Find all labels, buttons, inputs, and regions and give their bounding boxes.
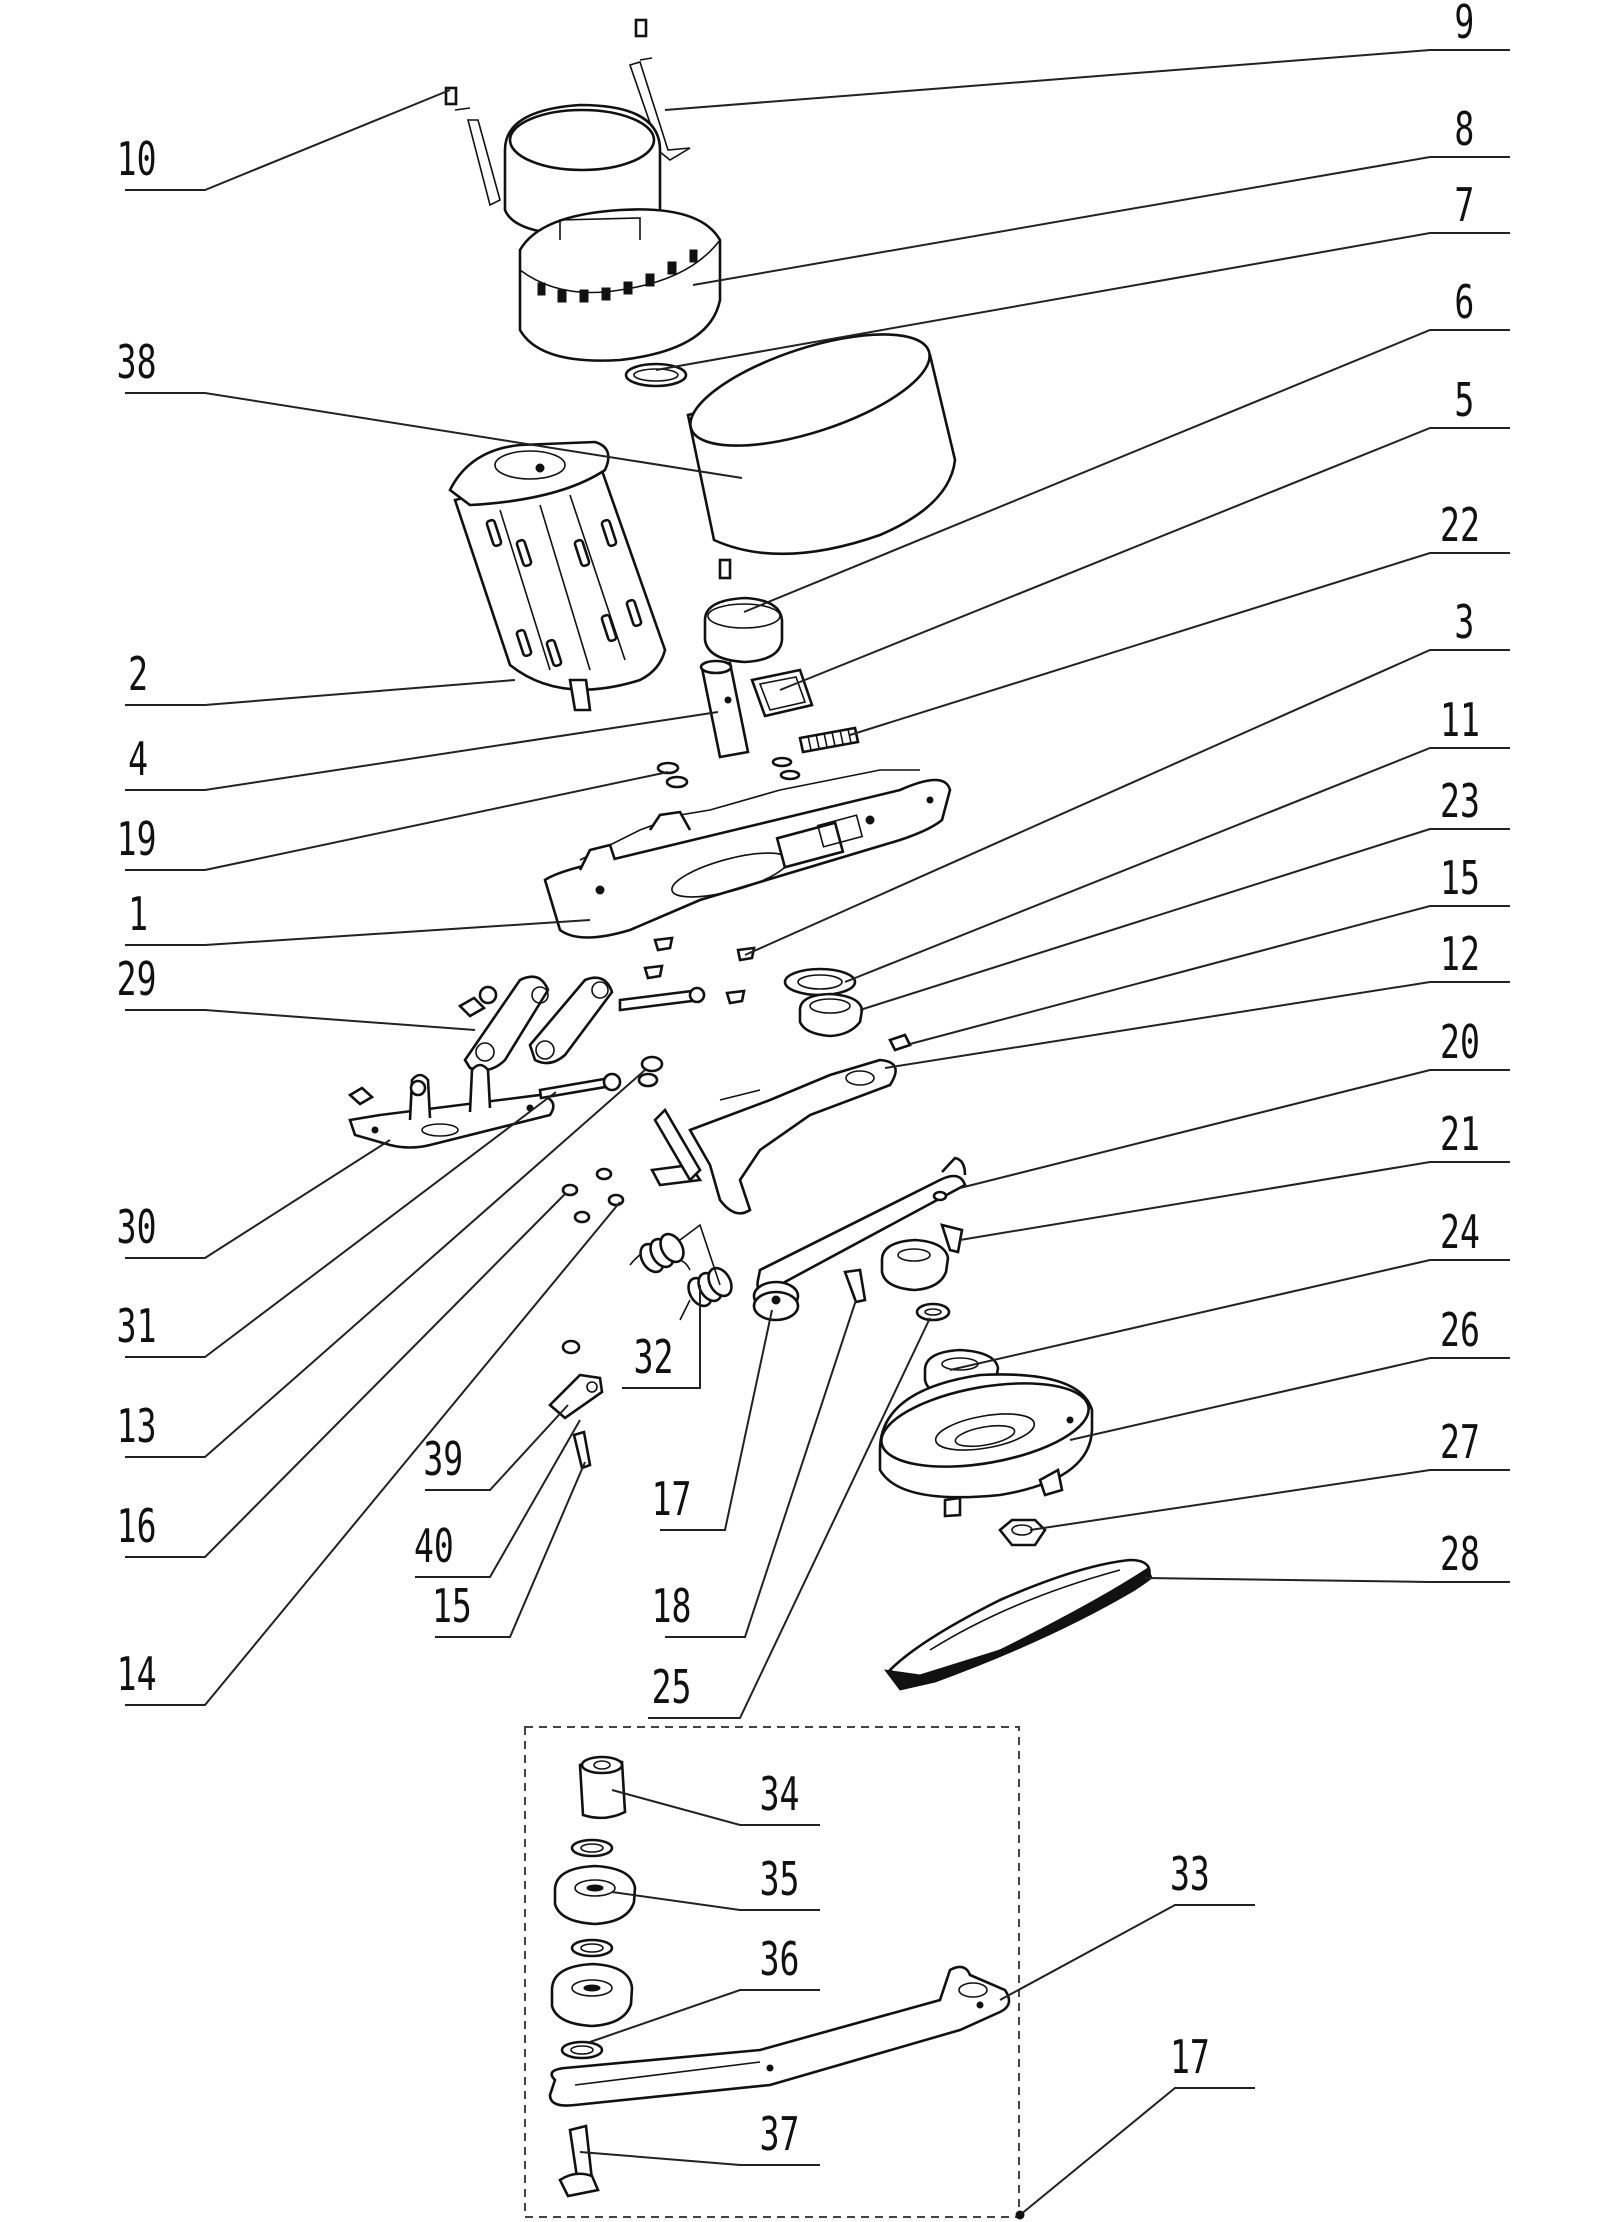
label-12: 12: [1440, 929, 1480, 982]
label-40: 40: [414, 1521, 454, 1574]
inset-washer-a: [570, 1838, 614, 1858]
label-14: 14: [117, 1649, 157, 1702]
label-31: 31: [117, 1301, 157, 1354]
label-39: 39: [423, 1434, 463, 1487]
part-40-pin: [572, 1430, 592, 1470]
inset-detail-box: [524, 1726, 1020, 2218]
part-13-nut: [637, 1055, 664, 1088]
part-22-spring: [798, 726, 860, 754]
part-12-lever-bracket: [649, 1033, 912, 1215]
part-3-screws: [643, 936, 756, 1005]
label-33: 33: [1170, 1849, 1210, 1902]
part-9-brackets: [444, 18, 691, 207]
label-22: 22: [1440, 500, 1480, 553]
label-17a: 17: [652, 1474, 692, 1527]
label-20: 20: [1440, 1017, 1480, 1070]
part-4-shaft: [699, 659, 750, 759]
label-35: 35: [760, 1854, 800, 1907]
label-9: 9: [1454, 0, 1474, 49]
part-8-motor-housing: [503, 103, 722, 362]
label-37: 37: [760, 2109, 800, 2162]
motor-vent-slots: [537, 249, 698, 303]
part-7-oring: [624, 362, 688, 388]
label-10: 10: [117, 134, 157, 187]
label-29: 29: [117, 954, 157, 1007]
part-6-coupling: [703, 558, 784, 664]
part-2-motor-stator: [448, 440, 667, 712]
part-35-bearing: [553, 1864, 637, 1926]
part-20-swing-arm: [752, 1156, 967, 1322]
label-18: 18: [652, 1581, 692, 1634]
part-37-pin: [558, 2124, 600, 2198]
part-labels: 9 10 8 7 6 38 5 22 3 2 11 4 23 19 15 1 1…: [117, 0, 1480, 2161]
label-1: 1: [128, 889, 148, 942]
part-16-nuts: [561, 1167, 613, 1197]
leader-lines: [125, 49, 1510, 2216]
label-21: 21: [1440, 1109, 1480, 1162]
label-8: 8: [1454, 104, 1474, 157]
part-11-washer: [783, 967, 857, 997]
part-19-nuts: [656, 756, 801, 789]
label-30: 30: [117, 1202, 157, 1255]
label-34: 34: [760, 1769, 800, 1822]
stator-slots: [485, 518, 643, 668]
part-18-screw: [843, 1268, 867, 1304]
label-17b: 17: [1170, 2032, 1210, 2085]
part-35b-bearing: [550, 1962, 634, 2028]
label-4: 4: [128, 734, 148, 787]
part-29-linkage: [457, 975, 706, 1072]
label-3: 3: [1454, 597, 1474, 650]
label-16: 16: [117, 1501, 157, 1554]
part-21-screw: [940, 1223, 964, 1254]
part-34-bushing: [578, 1755, 627, 1820]
inset-anchor-dot: [1015, 2210, 1025, 2220]
part-5-square-spacer: [750, 668, 814, 718]
part-1-base-plate: [543, 769, 952, 939]
label-28: 28: [1440, 1529, 1480, 1582]
part-23-bushing: [798, 992, 864, 1038]
part-24-bearing: [880, 1238, 950, 1292]
label-5: 5: [1454, 375, 1474, 428]
inset-washer-b: [570, 1938, 614, 1958]
label-36: 36: [760, 1934, 800, 1987]
label-15a: 15: [1440, 853, 1480, 906]
part-30-hinge-plate: [347, 1063, 555, 1149]
label-23: 23: [1440, 776, 1480, 829]
part-32-torsion-springs: [629, 1223, 733, 1321]
label-26: 26: [1440, 1305, 1480, 1358]
label-7: 7: [1454, 180, 1474, 233]
part-38-sleeve: [686, 333, 957, 556]
label-25: 25: [652, 1662, 692, 1715]
part-39-clip: [548, 1339, 604, 1420]
label-6: 6: [1454, 277, 1474, 330]
part-27-nut: [998, 1518, 1047, 1547]
part-28-belt: [883, 1558, 1153, 1691]
part-33-arm: [548, 1965, 1011, 2107]
label-32: 32: [634, 1332, 674, 1385]
label-2: 2: [128, 649, 148, 702]
part-36-washer: [560, 2040, 604, 2060]
part-26-pulley: [878, 1373, 1094, 1518]
label-13: 13: [117, 1401, 157, 1454]
label-27: 27: [1440, 1417, 1480, 1470]
label-38: 38: [117, 337, 157, 390]
part-25-washer: [915, 1302, 951, 1322]
label-15b: 15: [432, 1581, 472, 1634]
label-24: 24: [1440, 1207, 1480, 1260]
label-11: 11: [1440, 695, 1480, 748]
part-31-pin: [538, 1072, 622, 1100]
label-19: 19: [117, 814, 157, 867]
